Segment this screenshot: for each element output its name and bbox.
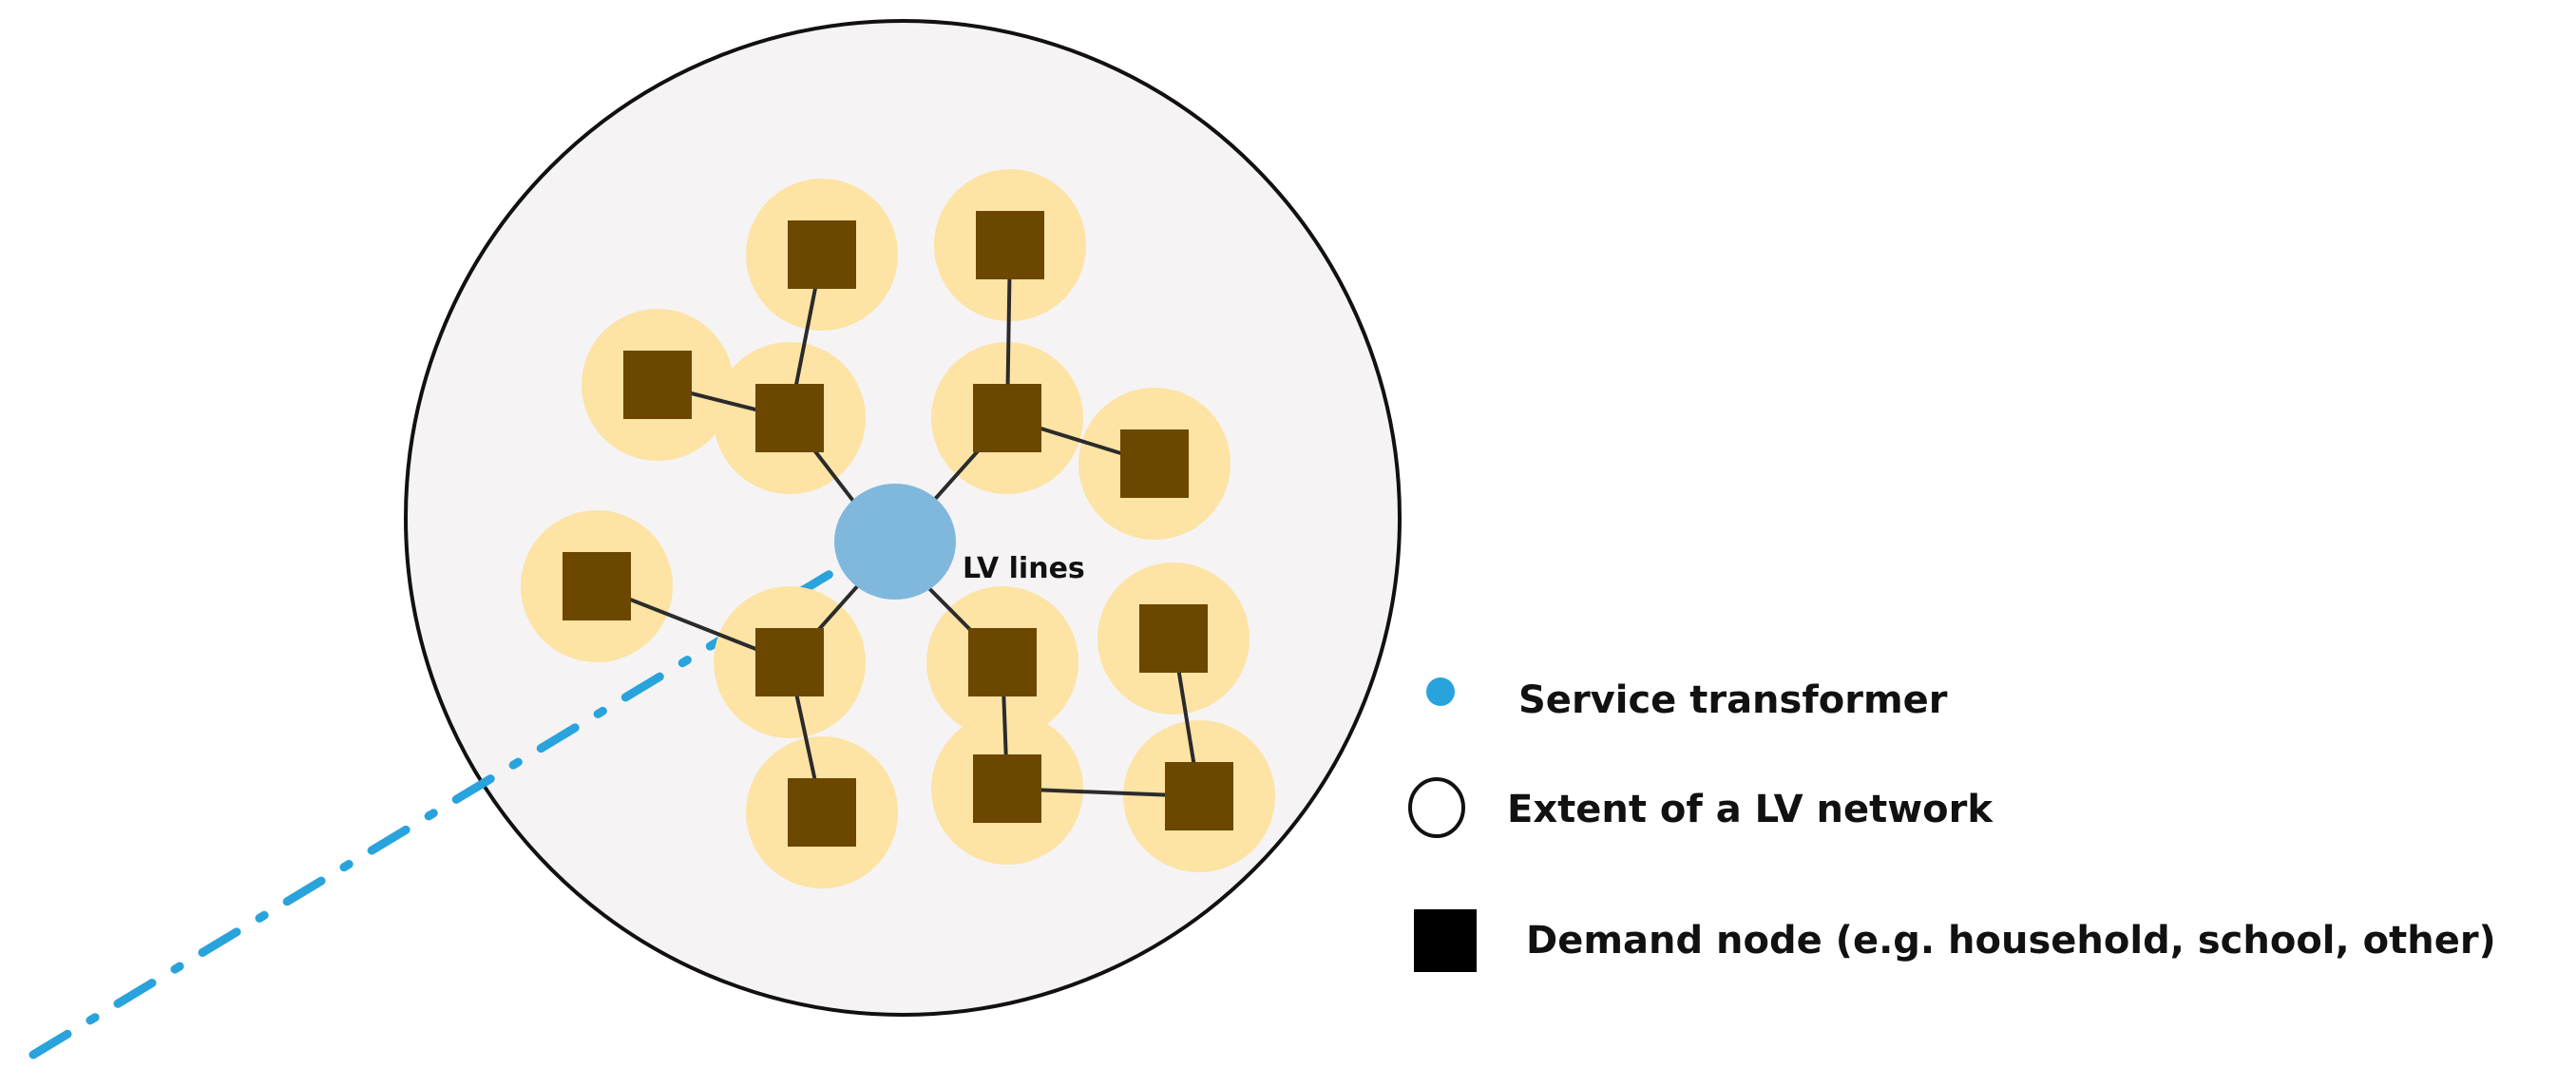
service-transformer-node bbox=[834, 484, 956, 600]
legend-item-service-transformer: Service transformer bbox=[1426, 677, 1948, 722]
lv-lines-label: LV lines bbox=[963, 552, 1085, 585]
demand-node bbox=[788, 220, 856, 289]
demand-node bbox=[755, 384, 824, 452]
legend-item-lv-network-extent: Extent of a LV network bbox=[1408, 777, 1994, 838]
demand-nodes bbox=[563, 211, 1233, 847]
legend-label: Demand node (e.g. household, school, oth… bbox=[1526, 919, 2496, 963]
demand-node bbox=[755, 628, 824, 696]
legend-item-demand-node: Demand node (e.g. household, school, oth… bbox=[1414, 909, 2496, 972]
blue-dot-icon bbox=[1426, 677, 1455, 706]
demand-node bbox=[973, 754, 1041, 823]
demand-node bbox=[1120, 429, 1189, 498]
demand-node bbox=[968, 628, 1037, 696]
legend-label: Extent of a LV network bbox=[1507, 788, 1994, 831]
legend-label: Service transformer bbox=[1518, 678, 1948, 722]
demand-node bbox=[1139, 604, 1208, 673]
circle-outline-icon bbox=[1408, 777, 1465, 838]
demand-node bbox=[1165, 762, 1233, 830]
demand-node bbox=[788, 778, 856, 847]
black-square-icon bbox=[1414, 909, 1477, 972]
demand-node bbox=[623, 351, 692, 419]
demand-node bbox=[976, 211, 1044, 279]
legend: Service transformer Extent of a LV netwo… bbox=[1408, 677, 2496, 972]
demand-node bbox=[563, 552, 631, 620]
demand-node bbox=[973, 384, 1041, 452]
